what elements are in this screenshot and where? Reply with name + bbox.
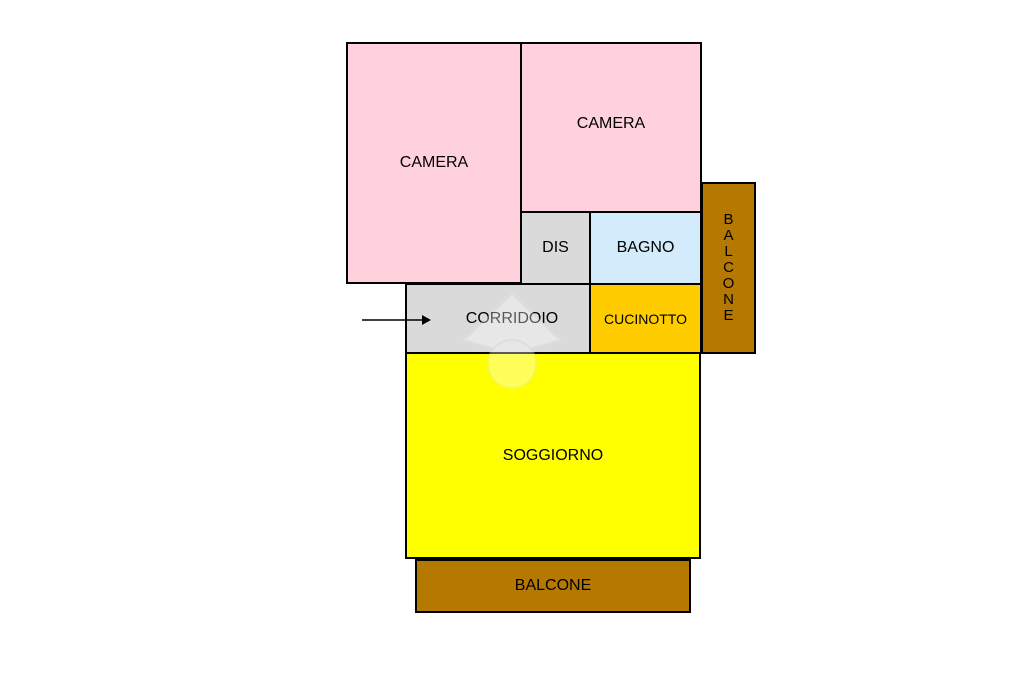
vertical-letter: E — [723, 307, 734, 324]
room-cucinotto: CUCINOTTO — [589, 283, 702, 354]
room-label-camera-left: CAMERA — [399, 154, 469, 171]
vertical-letter: L — [724, 243, 733, 260]
room-label-cucinotto: CUCINOTTO — [604, 310, 687, 327]
room-balcone-bottom: BALCONE — [415, 559, 691, 613]
arrow-right-icon — [362, 315, 431, 325]
room-soggiorno: SOGGIORNO — [405, 352, 701, 559]
vertical-letter: N — [723, 291, 734, 308]
vertical-letter: C — [723, 259, 734, 276]
room-label-balcone-bottom: BALCONE — [514, 577, 592, 594]
room-label-bagno: BAGNO — [616, 239, 675, 256]
room-label-soggiorno: SOGGIORNO — [502, 446, 604, 464]
room-bagno: BAGNO — [589, 211, 702, 285]
room-label-corridoio: CORRIDOIO — [466, 310, 558, 328]
room-dis: DIS — [520, 211, 591, 285]
room-label-dis: DIS — [542, 239, 569, 256]
room-camera-left: CAMERA — [346, 42, 522, 284]
vertical-letter: B — [723, 211, 734, 228]
watermark-logo-icon — [462, 292, 562, 389]
vertical-letter: A — [723, 227, 734, 244]
room-camera-right: CAMERA — [520, 42, 702, 213]
vertical-letter: O — [722, 275, 735, 292]
room-corridoio: CORRIDOIO — [405, 283, 591, 354]
room-label-camera-right: CAMERA — [576, 114, 646, 132]
